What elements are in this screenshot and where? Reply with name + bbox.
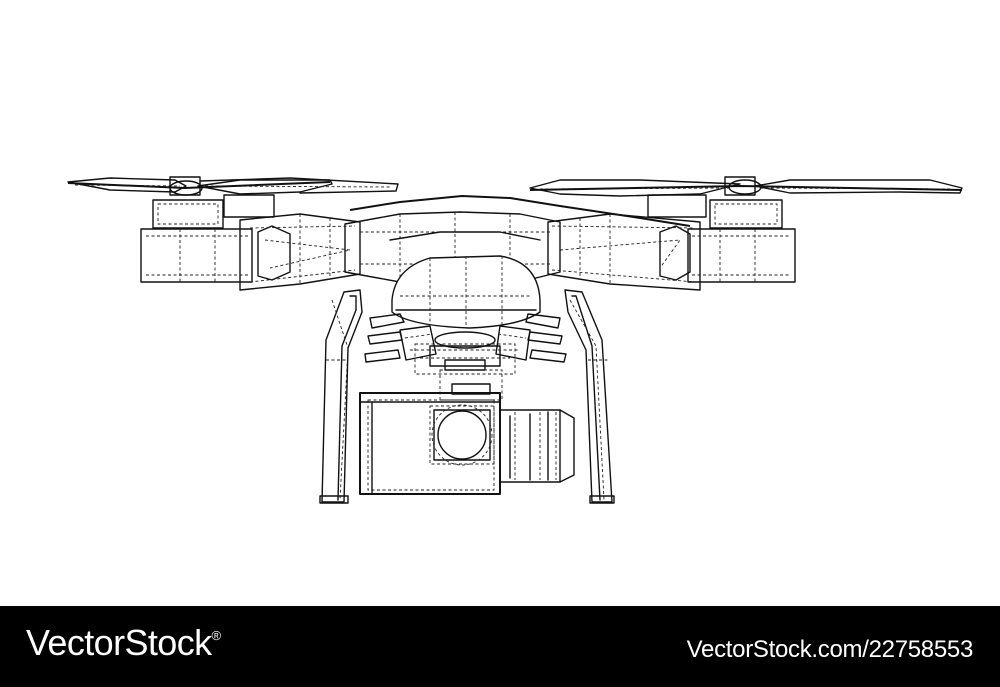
right-propeller bbox=[529, 179, 963, 197]
right-arm bbox=[547, 213, 701, 291]
left-arm bbox=[239, 213, 361, 291]
drone-illustration bbox=[67, 176, 963, 504]
registered-mark: ® bbox=[211, 628, 222, 643]
right-motor bbox=[647, 176, 796, 283]
drone-body bbox=[344, 195, 691, 329]
brand-name: VectorStock bbox=[26, 622, 212, 663]
left-propeller bbox=[67, 177, 399, 196]
camera-gimbal bbox=[359, 369, 575, 495]
underside-mounts bbox=[364, 313, 567, 375]
watermark-footer: VectorStock® VectorStock.com/22758553 bbox=[0, 606, 1000, 687]
right-landing-leg bbox=[564, 289, 615, 504]
brand-logo: VectorStock® bbox=[26, 622, 222, 664]
image-reference: VectorStock.com/22758553 bbox=[686, 636, 974, 663]
left-motor bbox=[140, 176, 275, 283]
left-landing-leg bbox=[319, 289, 363, 504]
